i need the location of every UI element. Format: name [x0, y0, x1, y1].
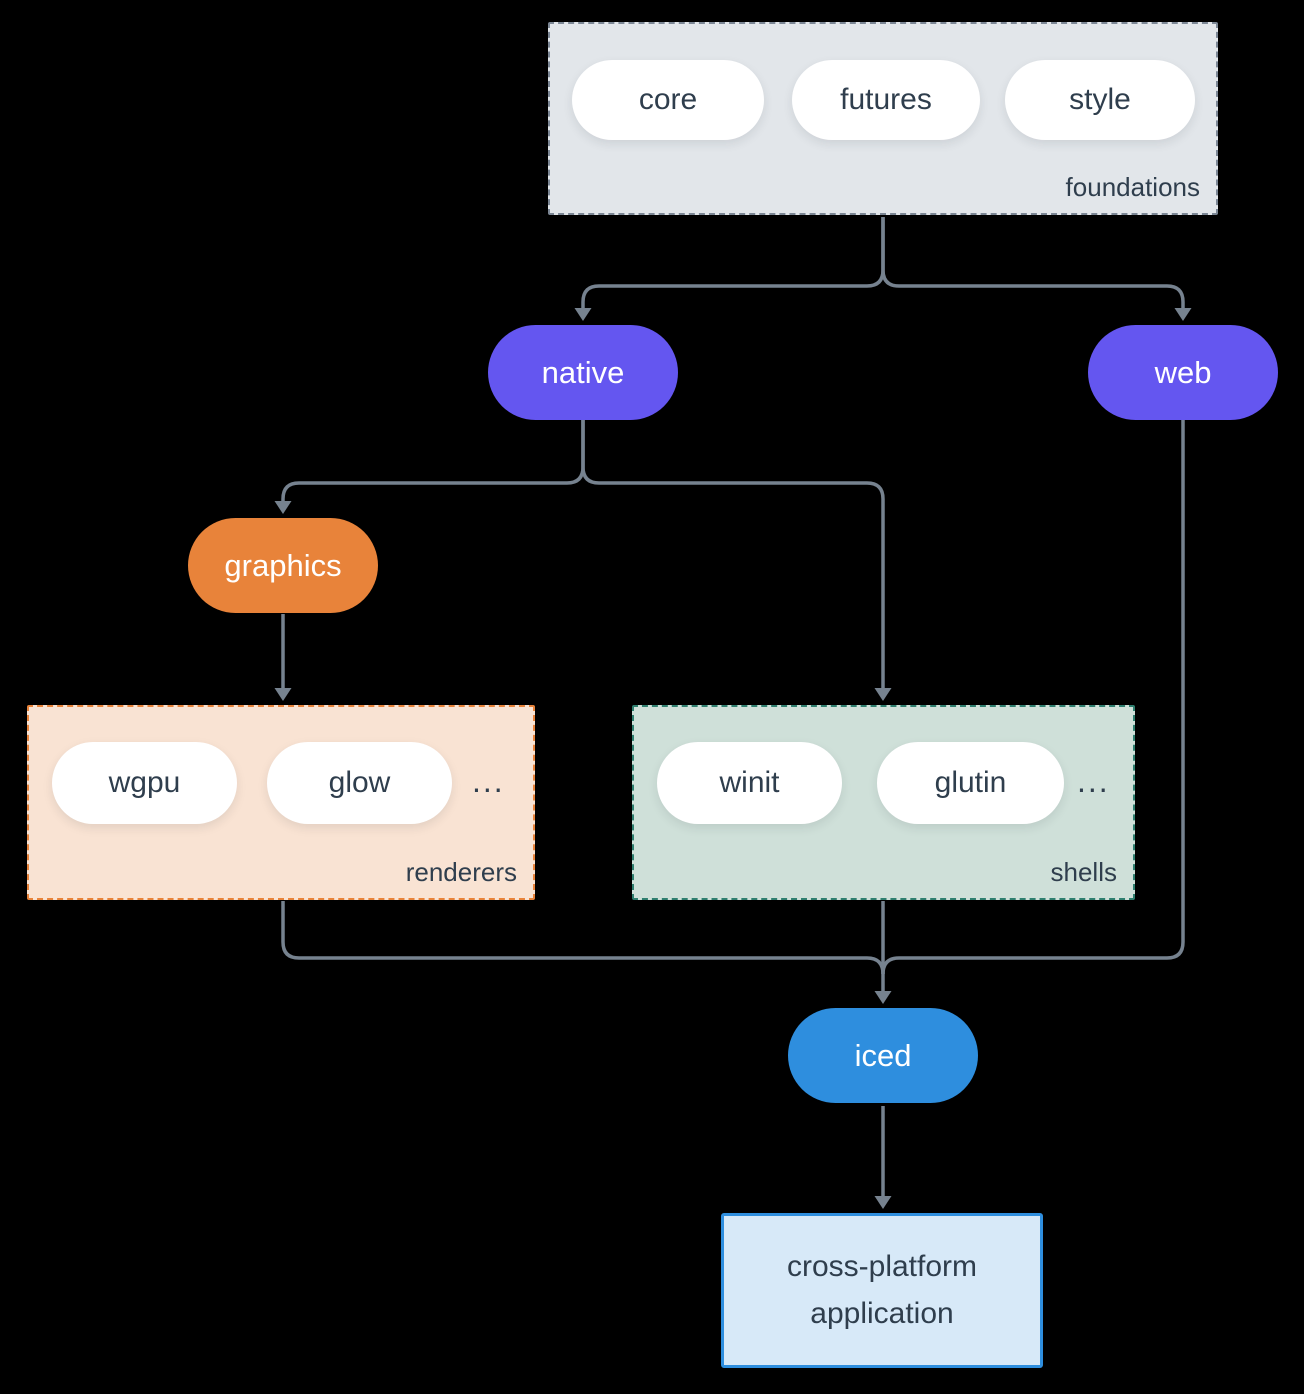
node-iced-label: iced	[854, 1037, 912, 1073]
node-core: core	[572, 60, 764, 140]
renderers-ellipsis: ...	[472, 763, 505, 799]
edge-foundations-web	[881, 217, 1185, 308]
node-native: native	[488, 325, 678, 420]
node-wgpu: wgpu	[52, 742, 237, 824]
shells-ellipsis: ...	[1077, 763, 1110, 799]
node-futures-label: futures	[840, 83, 932, 116]
edge-renderers-merge	[281, 901, 885, 975]
edge-native-graphics	[281, 420, 585, 501]
node-application: cross-platform application	[721, 1213, 1043, 1368]
node-graphics-label: graphics	[224, 547, 342, 583]
node-web: web	[1088, 325, 1278, 420]
group-foundations: core futures style foundations	[548, 22, 1218, 215]
arrowhead-web	[1174, 308, 1192, 321]
arrowhead-graphics	[274, 501, 292, 514]
node-winit: winit	[657, 742, 842, 824]
arrowhead-application	[874, 1196, 892, 1209]
arrowhead-renderers	[274, 688, 292, 701]
edge-foundations-native	[581, 217, 885, 308]
node-application-label: cross-platform application	[786, 1250, 978, 1330]
group-renderers: wgpu glow ... renderers	[27, 705, 535, 900]
group-foundations-label: foundations	[1065, 172, 1200, 202]
group-shells: winit glutin ... shells	[632, 705, 1135, 900]
node-core-label: core	[638, 83, 698, 116]
node-iced: iced	[788, 1008, 978, 1103]
node-glow-label: glow	[328, 766, 391, 799]
node-futures: futures	[792, 60, 980, 140]
node-glutin: glutin	[877, 742, 1064, 824]
edge-native-shells	[581, 420, 885, 688]
node-glutin-label: glutin	[934, 766, 1007, 799]
node-native-label: native	[541, 354, 625, 390]
arrowhead-native	[574, 308, 592, 321]
group-shells-label: shells	[1050, 857, 1117, 887]
node-graphics: graphics	[188, 518, 378, 613]
arrowhead-iced	[874, 991, 892, 1004]
node-winit-label: winit	[719, 766, 780, 799]
node-web-label: web	[1154, 354, 1212, 390]
node-style: style	[1005, 60, 1195, 140]
arrowhead-shells	[874, 688, 892, 701]
node-wgpu-label: wgpu	[108, 766, 181, 799]
node-style-label: style	[1069, 83, 1131, 116]
node-glow: glow	[267, 742, 452, 824]
group-renderers-label: renderers	[405, 857, 517, 887]
